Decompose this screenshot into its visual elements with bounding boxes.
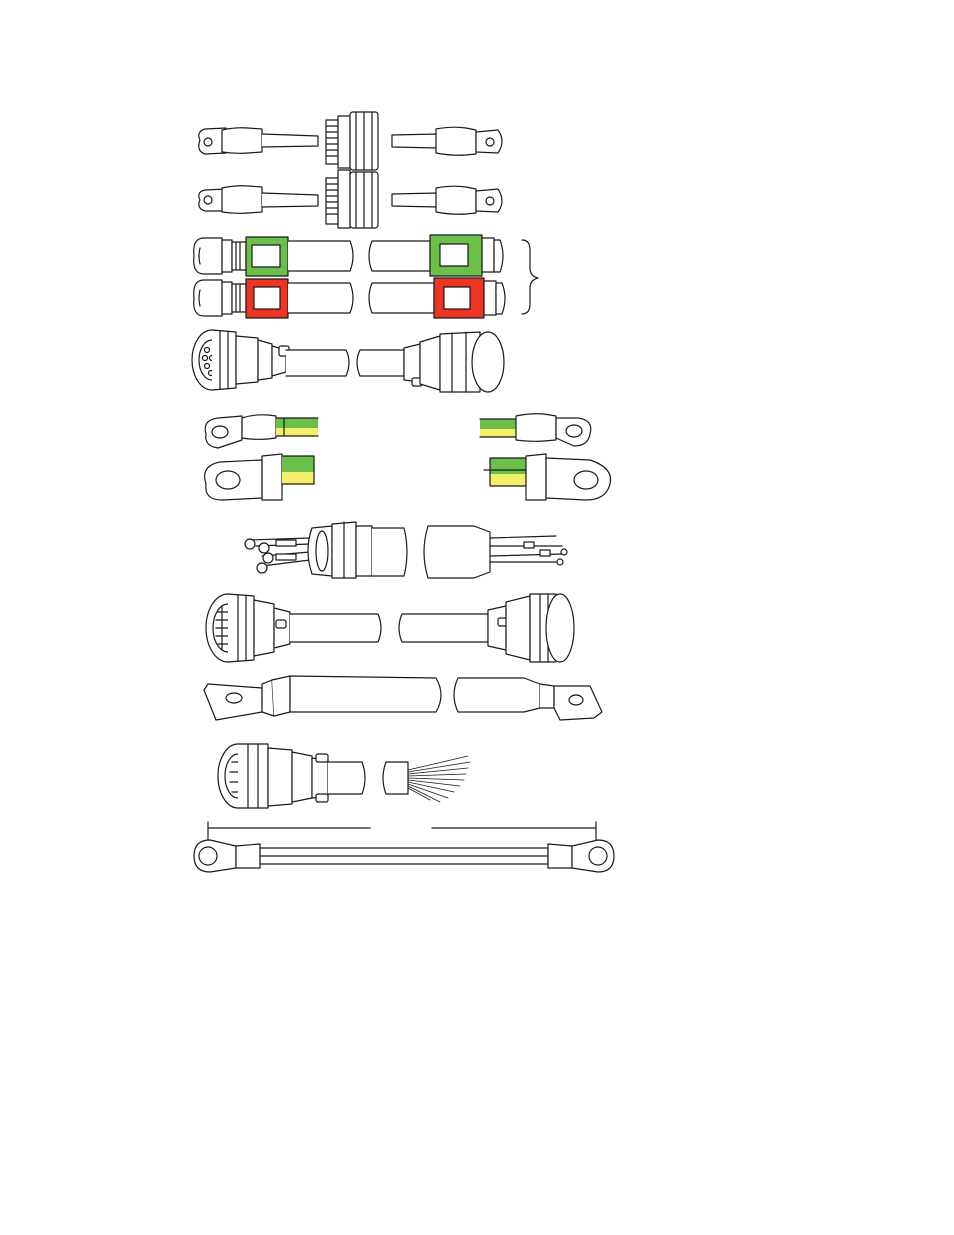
flat-lug-icon — [204, 676, 290, 720]
contact-pins-icon — [245, 538, 310, 573]
ring-terminal-icon — [199, 128, 262, 154]
green-marker-sleeve — [430, 235, 482, 276]
bulkhead-fitting-icon — [326, 112, 378, 170]
pin-harness-cable — [245, 522, 567, 578]
coupling-nut-icon — [194, 280, 246, 316]
circular-connector-icon — [488, 594, 574, 662]
eyelet-cable-bulkhead-1 — [199, 112, 502, 170]
circular-connector-icon — [404, 332, 504, 392]
ring-terminal-strap — [194, 822, 614, 872]
frayed-wires-icon — [408, 756, 470, 802]
ring-terminal-icon — [194, 840, 260, 872]
ground-lug-small — [205, 414, 591, 448]
circular-connector-icon — [206, 594, 290, 662]
coupling-nut-icon — [194, 238, 246, 274]
green-marker-sleeve — [246, 237, 288, 276]
ground-lug-large — [205, 454, 611, 500]
green-marked-cable — [194, 235, 503, 276]
ring-lug-icon — [205, 454, 282, 500]
earth-wire-icon — [276, 418, 318, 436]
red-marker-sleeve — [246, 279, 288, 318]
earth-wire-icon — [480, 419, 520, 437]
ring-terminal-icon — [548, 840, 614, 872]
group-brace — [522, 240, 538, 314]
ring-lug-icon — [526, 454, 611, 500]
flat-lug-icon — [540, 684, 602, 720]
ring-terminal-icon — [436, 186, 502, 214]
coupling-nut-icon — [484, 281, 505, 315]
ring-terminal-icon — [199, 186, 262, 214]
earth-wire-icon — [484, 458, 526, 486]
earth-wire-icon — [282, 456, 314, 484]
ring-lug-icon — [205, 415, 276, 448]
bulkhead-fitting-icon — [326, 170, 378, 228]
coupling-nut-icon — [482, 238, 503, 272]
red-marked-cable — [194, 278, 505, 318]
flat-lug-battery-cable — [204, 676, 602, 720]
ring-terminal-icon — [436, 127, 502, 155]
circular-connector-icon — [218, 744, 328, 808]
dimension-line — [208, 822, 596, 840]
backshell-icon — [308, 522, 372, 578]
eyelet-cable-bulkhead-2 — [199, 170, 502, 228]
connector-pigtail-cable — [218, 744, 470, 808]
circular-connector-icon — [192, 330, 289, 390]
circular-connector-cable-1 — [192, 330, 504, 392]
ring-lug-icon — [516, 414, 591, 446]
red-marker-sleeve — [434, 278, 484, 318]
contact-pins-icon — [490, 536, 567, 565]
circular-connector-cable-2 — [206, 594, 574, 662]
